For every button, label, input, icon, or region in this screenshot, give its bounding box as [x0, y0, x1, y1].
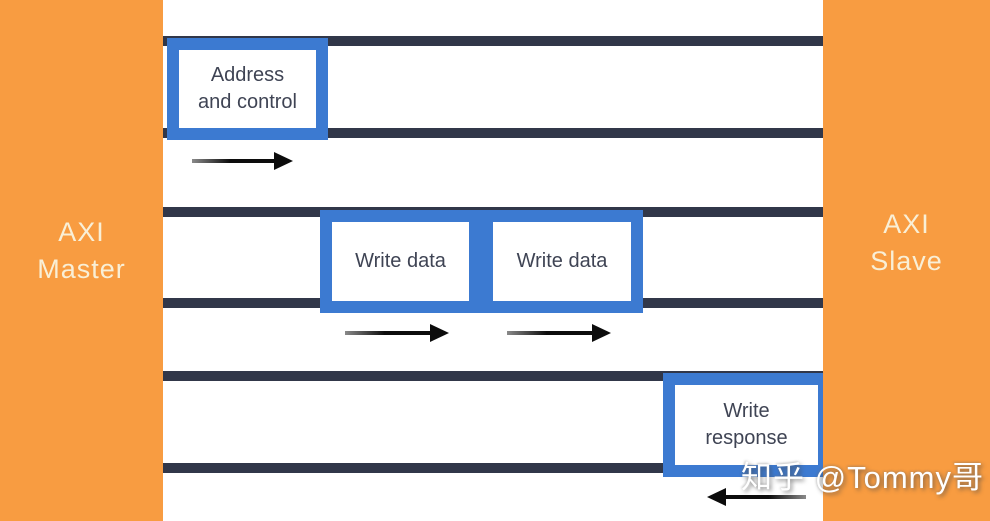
address-box-label-line1: Address [210, 64, 285, 86]
arrow-head [274, 152, 293, 170]
axi-master-label-line1: AXI [58, 217, 105, 247]
watermark-text: 知乎 @Tommy哥 [741, 460, 984, 495]
axi-slave-label: AXI Slave [823, 206, 990, 280]
write-response-box: Write response [663, 373, 830, 477]
write-data-2-label: Write data [516, 250, 608, 272]
arrow-head [430, 324, 449, 342]
write-data-box-1: Write data [320, 210, 481, 313]
write-response-channel-top-line [163, 371, 823, 381]
right-arrow-icon [345, 324, 449, 342]
right-arrow-icon [192, 152, 293, 170]
axi-master-label-line2: Master [37, 254, 126, 284]
arrow-shaft [507, 331, 595, 335]
axi-slave-label-line1: AXI [883, 209, 930, 239]
address-channel-bottom-line [163, 128, 823, 138]
arrow-shaft [723, 495, 806, 499]
axi-master-label: AXI Master [0, 214, 163, 288]
right-arrow-icon [507, 324, 611, 342]
axi-master-panel: AXI Master [0, 0, 163, 521]
write-data-box-2: Write data [481, 210, 643, 313]
arrow-head [707, 488, 726, 506]
arrow-shaft [345, 331, 433, 335]
write-response-channel-bottom-line [163, 463, 823, 473]
address-and-control-box: Address and control [167, 38, 328, 140]
axi-slave-label-line2: Slave [870, 246, 943, 276]
write-response-label-line1: Write [723, 400, 770, 422]
address-box-label-line2: and control [198, 91, 297, 113]
left-arrow-icon [707, 488, 806, 506]
axi-slave-panel: AXI Slave [823, 0, 990, 521]
arrow-shaft [192, 159, 277, 163]
arrow-head [592, 324, 611, 342]
write-data-1-label: Write data [355, 250, 446, 272]
address-channel-top-line [163, 36, 823, 46]
write-response-label-line2: response [705, 427, 788, 449]
